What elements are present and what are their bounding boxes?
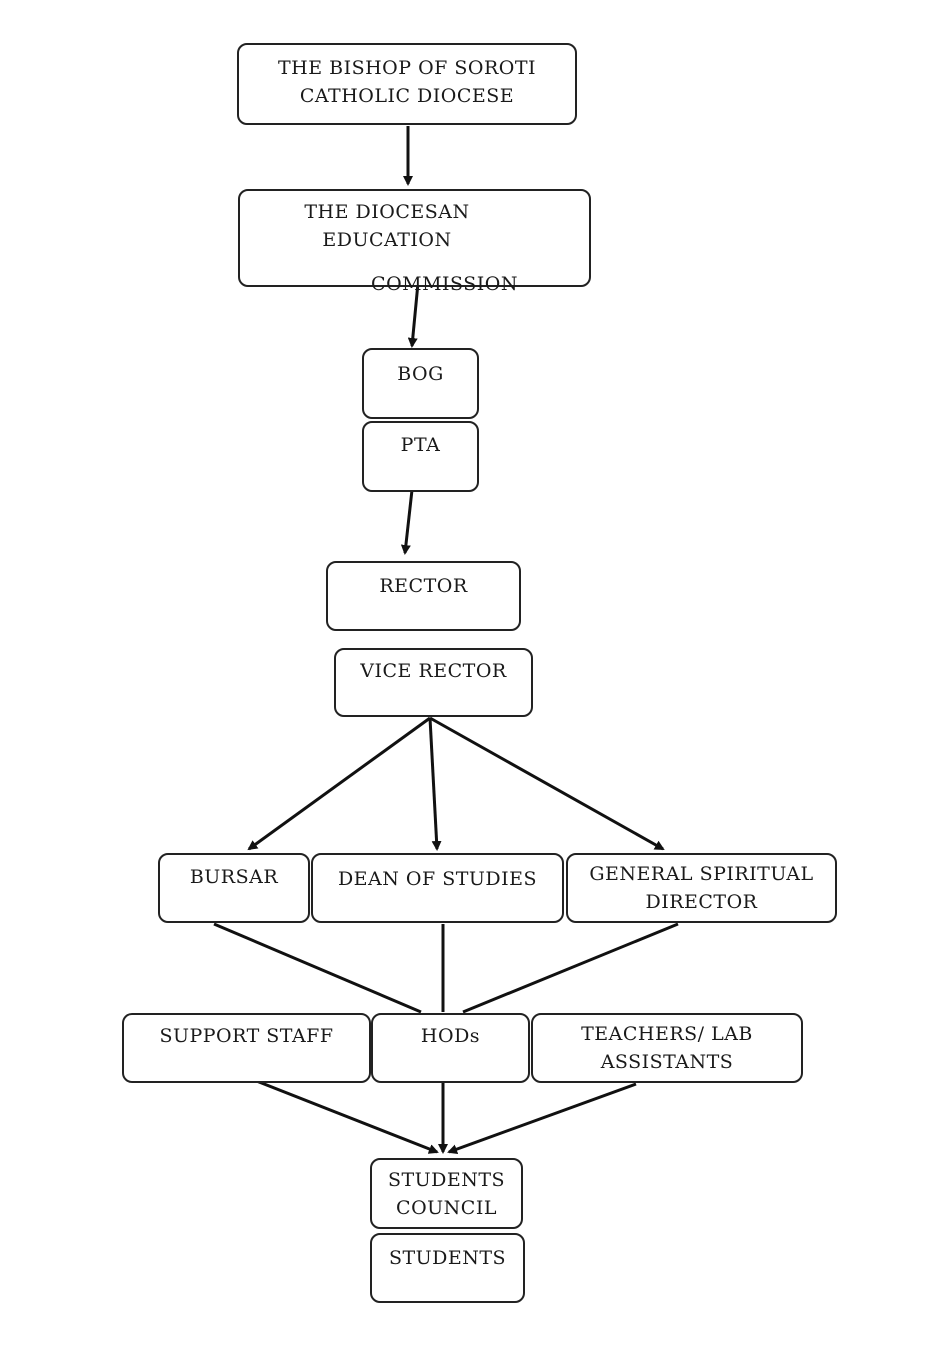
connector-teachers-to-council xyxy=(447,1082,637,1154)
node-bishop: THE BISHOP OF SOROTI CATHOLIC DIOCESE xyxy=(237,43,577,125)
node-council-line-1: STUDENTS xyxy=(387,1169,506,1191)
node-support-staff: SUPPORT STAFF xyxy=(122,1013,371,1083)
connector-commission-to-bog xyxy=(407,282,420,348)
node-pta: PTA xyxy=(362,421,479,492)
connector-vice_rector-to-spiritual xyxy=(429,716,665,851)
node-hods: HODs xyxy=(371,1013,530,1083)
node-dean-of-studies: DEAN OF STUDIES xyxy=(311,853,564,923)
node-teachers-line-2: ASSISTANTS xyxy=(600,1051,734,1073)
connector-vice_rector-to-bursar xyxy=(247,716,431,851)
node-bishop-line-1: THE BISHOP OF SOROTI xyxy=(277,57,537,79)
node-teachers-line-1: TEACHERS/ LAB xyxy=(581,1023,753,1045)
connector-support-to-council xyxy=(253,1078,439,1154)
connector-vice_rector-to-dean xyxy=(428,717,442,851)
node-students: STUDENTS xyxy=(370,1233,525,1303)
connector-spiritual-to-hods xyxy=(462,922,679,1014)
node-bursar-line-1: BURSAR xyxy=(189,866,279,888)
node-rector: RECTOR xyxy=(326,561,521,631)
connector-bursar-to-hods xyxy=(213,922,422,1014)
node-teachers-lab-assistants: TEACHERS/ LAB ASSISTANTS xyxy=(531,1013,803,1083)
node-students-council: STUDENTS COUNCIL xyxy=(370,1158,523,1229)
node-dean-line-1: DEAN OF STUDIES xyxy=(337,868,538,890)
node-commission-line-2: COMMISSION xyxy=(371,273,518,295)
node-bursar: BURSAR xyxy=(158,853,310,923)
node-vice-rector: VICE RECTOR xyxy=(334,648,533,717)
node-pta-line-1: PTA xyxy=(400,434,441,456)
node-diocesan-education-commission: THE DIOCESAN EDUCATION COMMISSION xyxy=(238,189,591,295)
node-general-spiritual-director: GENERAL SPIRITUAL DIRECTOR xyxy=(566,853,837,923)
node-vice-rector-line-1: VICE RECTOR xyxy=(360,660,507,682)
connector-pta-to-rector xyxy=(400,489,414,555)
node-spiritual-line-1: GENERAL SPIRITUAL xyxy=(589,863,814,885)
node-hods-line-1: HODs xyxy=(420,1025,481,1047)
node-council-line-2: COUNCIL xyxy=(396,1197,497,1219)
node-support-line-1: SUPPORT STAFF xyxy=(159,1025,334,1047)
node-bog: BOG xyxy=(362,348,479,419)
node-bog-line-1: BOG xyxy=(397,363,444,385)
node-rector-line-1: RECTOR xyxy=(379,575,468,597)
node-spiritual-line-2: DIRECTOR xyxy=(645,891,758,913)
node-bishop-line-2: CATHOLIC DIOCESE xyxy=(299,85,515,107)
node-students-line-1: STUDENTS xyxy=(388,1247,507,1269)
node-commission-line-1: THE DIOCESAN EDUCATION xyxy=(304,201,470,251)
